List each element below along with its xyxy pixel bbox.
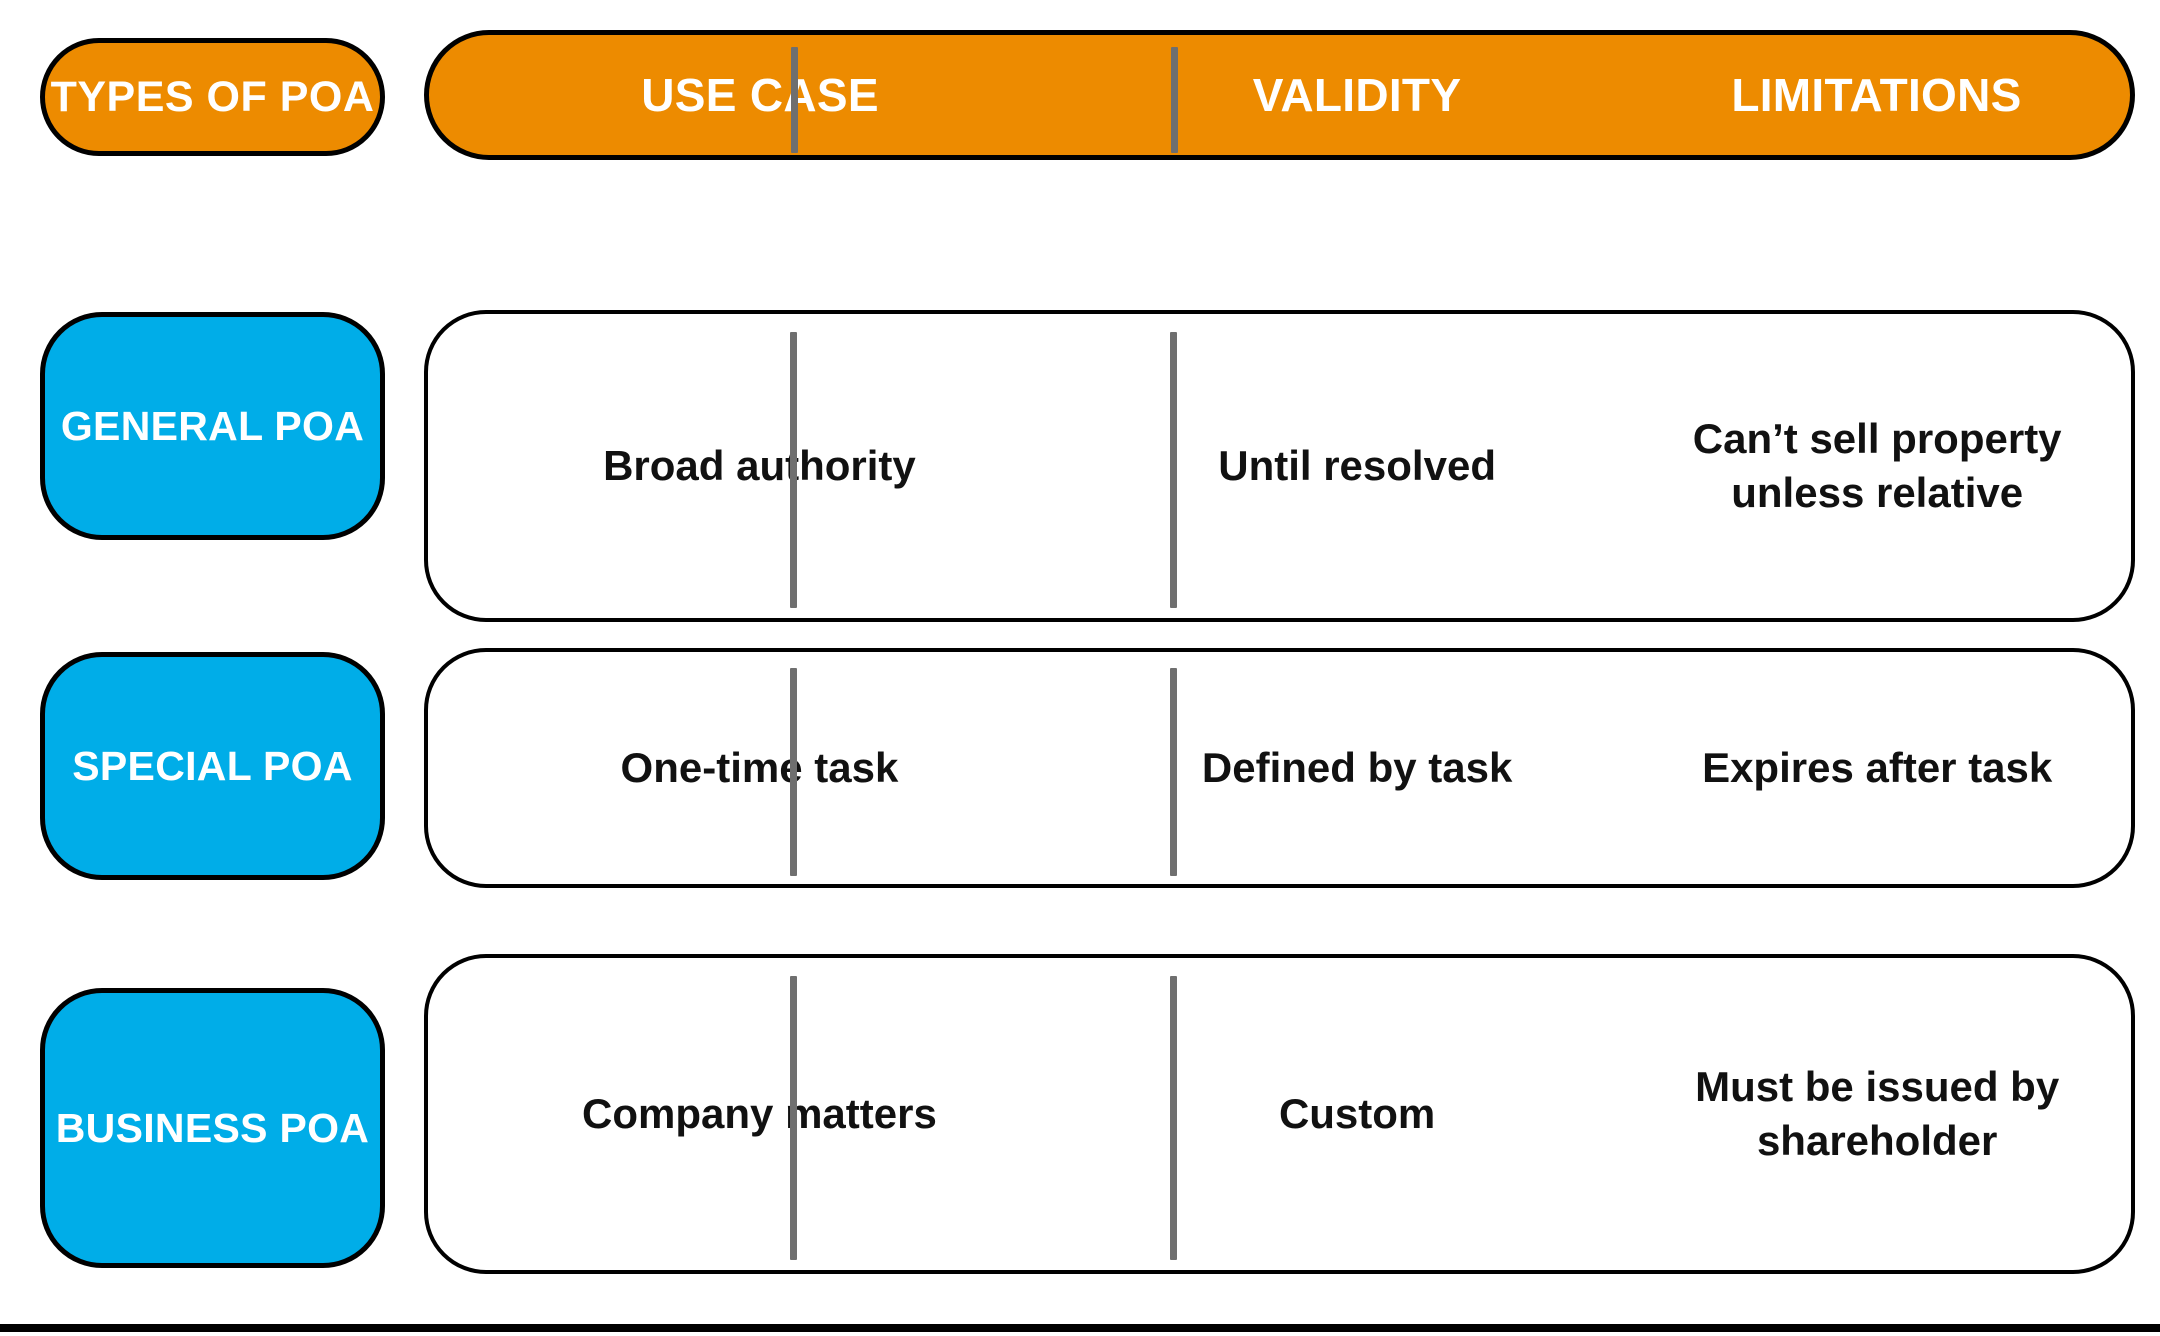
row-1-divider-1 — [790, 332, 797, 608]
header-divider-1 — [791, 47, 798, 153]
column-headers-pill: USE CASE VALIDITY LIMITATIONS — [424, 30, 2135, 160]
table-row-special-poa: One-time task Defined by task Expires af… — [424, 648, 2135, 888]
column-header-validity: VALIDITY — [1091, 35, 1623, 155]
row-2-divider-1 — [790, 668, 797, 876]
types-of-poa-header-label: TYPES OF POA — [50, 72, 375, 121]
type-card-special-poa-label: SPECIAL POA — [72, 742, 353, 789]
cell-special-poa-use-case-text: One-time task — [620, 744, 899, 792]
type-card-business-poa: BUSINESS POA — [40, 988, 385, 1268]
table-row-special-poa-grid: One-time task Defined by task Expires af… — [428, 652, 2131, 884]
table-row-business-poa-grid: Company matters Custom Must be issued by… — [428, 958, 2131, 1270]
type-card-business-poa-label: BUSINESS POA — [55, 1104, 370, 1151]
column-header-validity-label: VALIDITY — [1252, 69, 1462, 121]
row-2-divider-2 — [1170, 668, 1177, 876]
table-row-general-poa-grid: Broad authority Until resolved Can’t sel… — [428, 314, 2131, 618]
cell-general-poa-use-case-text: Broad authority — [603, 442, 916, 490]
row-3-divider-2 — [1170, 976, 1177, 1260]
column-header-use-case: USE CASE — [429, 35, 1091, 155]
type-card-general-poa: GENERAL POA — [40, 312, 385, 540]
cell-special-poa-validity-text: Defined by task — [1201, 744, 1513, 792]
row-1-divider-2 — [1170, 332, 1177, 608]
cell-special-poa-validity: Defined by task — [1091, 652, 1624, 884]
cell-business-poa-limitations: Must be issued by shareholder — [1623, 958, 2131, 1270]
table-row-general-poa: Broad authority Until resolved Can’t sel… — [424, 310, 2135, 622]
cell-business-poa-limitations-text: Must be issued by shareholder — [1695, 1063, 2060, 1164]
table-row-business-poa: Company matters Custom Must be issued by… — [424, 954, 2135, 1274]
bottom-divider-rule — [0, 1324, 2160, 1332]
cell-general-poa-validity-text: Until resolved — [1218, 442, 1496, 490]
cell-business-poa-validity-text: Custom — [1278, 1090, 1436, 1138]
cell-special-poa-limitations: Expires after task — [1623, 652, 2131, 884]
cell-general-poa-use-case: Broad authority — [428, 314, 1091, 618]
types-of-poa-header-pill: TYPES OF POA — [40, 38, 385, 156]
cell-general-poa-validity: Until resolved — [1091, 314, 1624, 618]
cell-business-poa-validity: Custom — [1091, 958, 1624, 1270]
column-headers-grid: USE CASE VALIDITY LIMITATIONS — [429, 35, 2130, 155]
cell-special-poa-use-case: One-time task — [428, 652, 1091, 884]
row-3-divider-1 — [790, 976, 797, 1260]
cell-general-poa-limitations: Can’t sell property unless relative — [1623, 314, 2131, 618]
cell-business-poa-use-case: Company matters — [428, 958, 1091, 1270]
column-header-limitations-label: LIMITATIONS — [1731, 69, 2022, 121]
cell-business-poa-use-case-text: Company matters — [582, 1090, 937, 1138]
column-header-use-case-label: USE CASE — [641, 69, 879, 121]
cell-general-poa-limitations-text: Can’t sell property unless relative — [1692, 415, 2062, 516]
header-divider-2 — [1171, 47, 1178, 153]
column-header-limitations: LIMITATIONS — [1623, 35, 2130, 155]
cell-special-poa-limitations-text: Expires after task — [1702, 744, 2053, 792]
type-card-special-poa: SPECIAL POA — [40, 652, 385, 880]
type-card-general-poa-label: GENERAL POA — [60, 402, 365, 449]
